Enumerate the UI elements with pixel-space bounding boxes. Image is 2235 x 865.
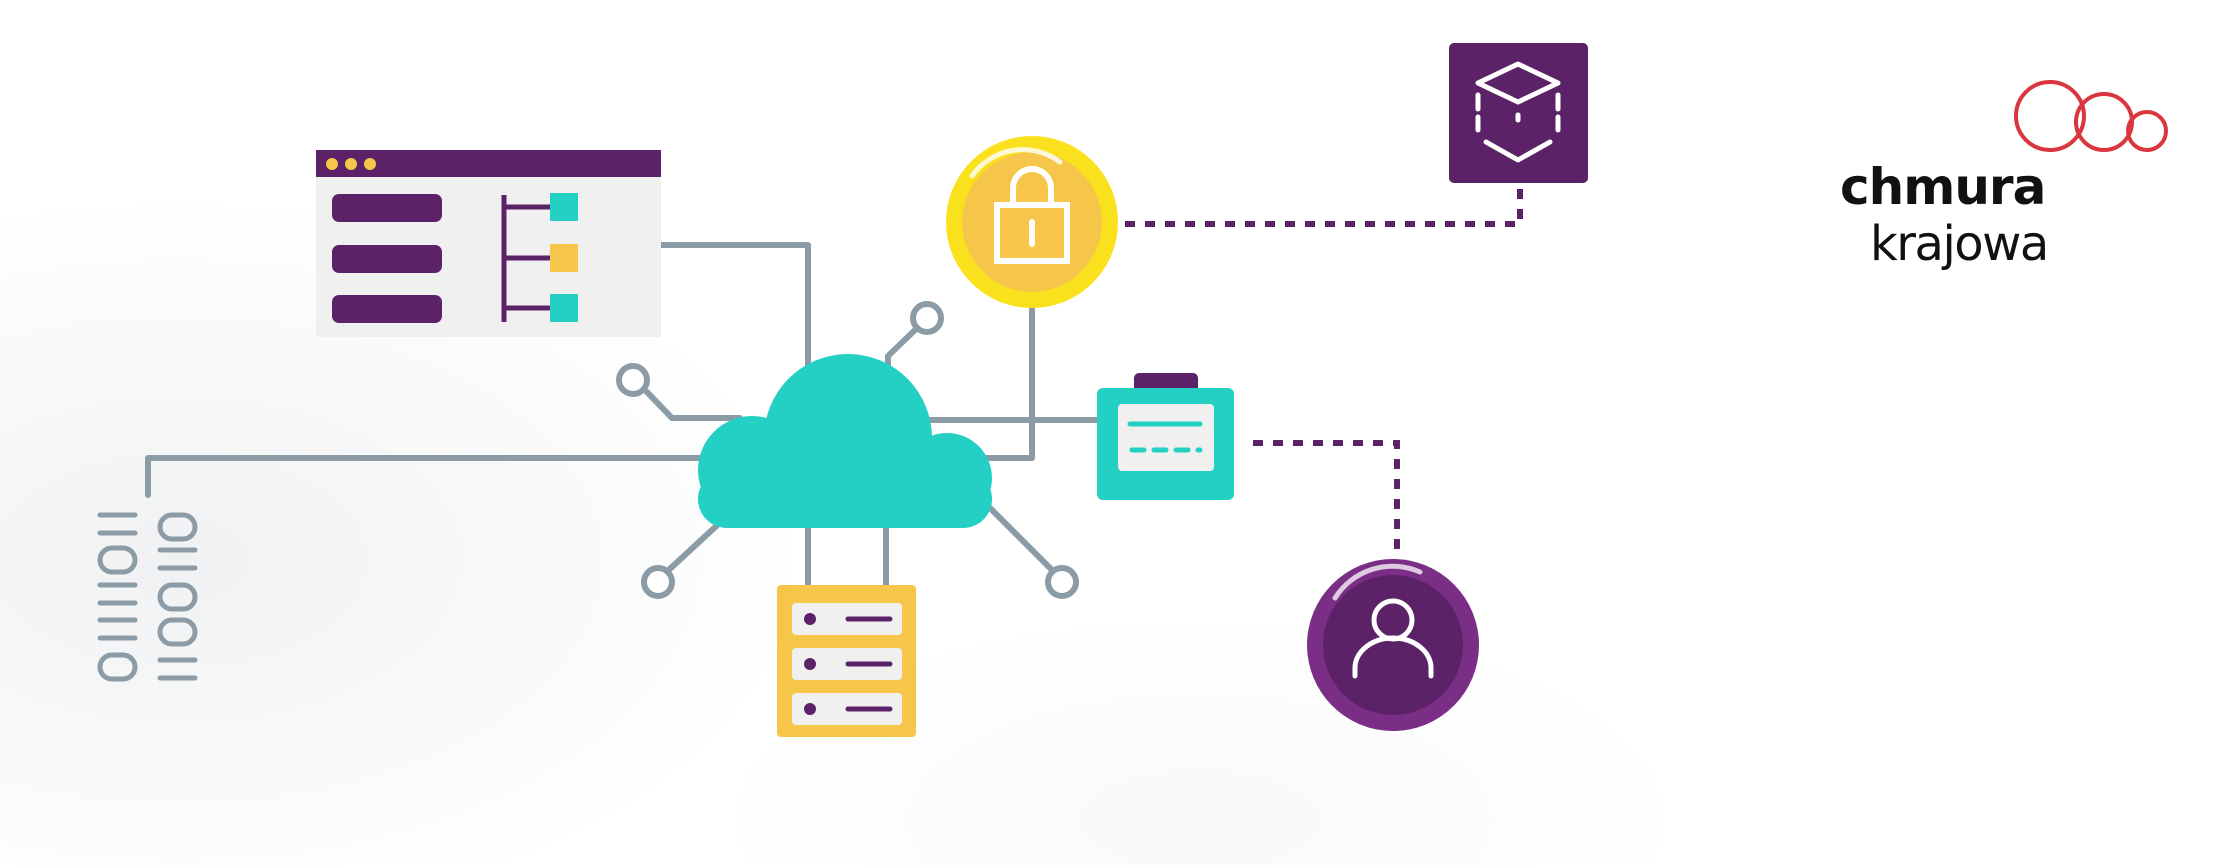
connector-binary-cloud	[145, 455, 703, 498]
dotted-links	[1125, 184, 1523, 552]
server-rack-icon	[777, 585, 916, 737]
logo-rings-icon	[2014, 80, 2168, 152]
chmura-krajowa-logo: chmura krajowa	[1840, 76, 2170, 286]
dashboard-window-icon	[316, 150, 661, 337]
connector-lines	[145, 242, 1103, 593]
connector-dashboard-cloud	[657, 242, 811, 383]
card-reader-icon	[1097, 373, 1234, 500]
connector-node-left-top	[644, 389, 743, 421]
node-right-top	[910, 301, 944, 335]
binary-code-icon	[97, 512, 198, 682]
user-icon	[1307, 559, 1479, 731]
satellite-nodes	[616, 301, 1079, 599]
node-left-top	[616, 363, 650, 397]
connector-node-left-bottom	[657, 515, 728, 581]
brand-line-2: krajowa	[1870, 216, 2049, 272]
cube-icon	[1449, 43, 1588, 183]
connector-node-right-bottom	[982, 500, 1063, 581]
dotted-link-padlock-cube	[1125, 184, 1523, 227]
node-right-bottom	[1045, 565, 1079, 599]
dotted-link-card-user	[1253, 440, 1400, 552]
cloud-icon	[698, 354, 992, 528]
brand-line-1: chmura	[1840, 158, 2046, 216]
padlock-icon	[946, 136, 1118, 308]
node-left-bottom	[641, 565, 675, 599]
